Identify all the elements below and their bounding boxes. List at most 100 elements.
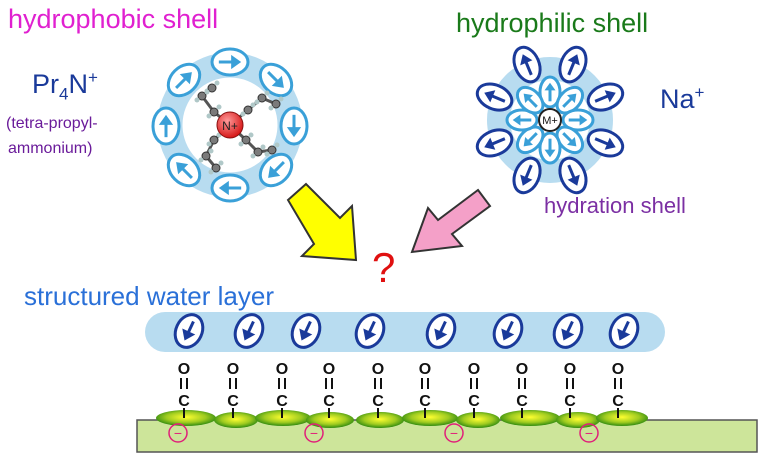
water-molecule [258, 152, 294, 188]
carbon-atom [207, 83, 217, 93]
water-molecule [538, 131, 562, 165]
metal-center-label: M+ [542, 115, 558, 127]
carbon-atom [267, 145, 277, 155]
hydrogen-atom [198, 157, 204, 163]
water-dipole-head [512, 114, 521, 126]
carbon-atom [243, 105, 253, 115]
water-molecule [166, 62, 202, 98]
water-molecule [555, 85, 585, 115]
carbon-atom-label: C [516, 393, 528, 410]
surface-blob [156, 410, 216, 426]
nitrogen-center [216, 111, 244, 139]
water-dipole-head [567, 174, 580, 186]
carbon-atom-label: C [612, 393, 624, 410]
hydrogen-atom [240, 111, 246, 117]
oxygen-atom-label: O [419, 361, 431, 378]
oxygen-atom-label: O [227, 361, 239, 378]
hydrogen-atom [208, 169, 214, 175]
hydrophobic-shell-figure: N+ [151, 47, 309, 203]
metal-center [538, 108, 562, 132]
water-molecule [210, 47, 250, 77]
hydrophobic-shell-title: hydrophobic shell [8, 4, 219, 34]
sodium-formula-base: Na [660, 84, 695, 114]
carbon-atom-label: C [227, 393, 239, 410]
water-dipole-head [176, 162, 189, 175]
tpa-name-line-1: (tetra-propyl- [6, 115, 98, 132]
water-dipole-head [604, 137, 616, 150]
hydrophilic-shell-title: hydrophilic shell [456, 8, 649, 38]
hydrogen-atom [204, 89, 210, 95]
hydrogen-atom [254, 99, 260, 105]
carbon-atom-label: C [276, 393, 288, 410]
hydrogen-atom [250, 153, 256, 159]
water-dipole-head [242, 328, 256, 341]
water-dipole-head [158, 114, 174, 125]
pink-arrow [410, 188, 492, 254]
hydrogen-atom [274, 142, 280, 148]
carbon-atom [211, 163, 221, 173]
water-molecule [555, 125, 585, 155]
carbon-atom-label: C [323, 393, 335, 410]
water-molecule [512, 45, 542, 84]
oxygen-atom-label: O [276, 361, 288, 378]
oxygen-atom-label: O [178, 361, 190, 378]
structured-water-layer-label: structured water layer [24, 281, 274, 311]
water-molecule [558, 156, 588, 195]
hydrogen-atom [238, 141, 244, 147]
water-dipole-head [561, 328, 575, 341]
water-dipole-head [520, 54, 533, 66]
negative-charge-circle [168, 423, 188, 443]
water-molecule [290, 313, 322, 349]
water-dipole-head [182, 328, 196, 341]
hydrogen-atom [206, 113, 212, 119]
surface-blob [596, 410, 648, 426]
hydration-shell-label: hydration shell [544, 193, 686, 218]
water-dipole-head [567, 93, 577, 103]
hydrogen-atom [250, 102, 256, 108]
carbon-atom [209, 135, 219, 145]
hydrogen-atom [216, 104, 222, 110]
oxygen-atom-label: O [323, 361, 335, 378]
tpa-formula-n: N [68, 69, 88, 99]
water-dipole-head [179, 72, 192, 85]
surface-blob [402, 410, 458, 426]
water-dipole-head [218, 180, 229, 196]
water-molecule [425, 313, 457, 349]
hydrogen-atom [278, 96, 284, 102]
tpa-formula: Pr4N+ [32, 68, 98, 104]
structured-water-band [145, 312, 665, 352]
surface-blob [356, 412, 404, 428]
water-molecule [505, 108, 539, 132]
carbon-atom-label: C [372, 393, 384, 410]
negative-charge-circle [304, 423, 324, 443]
water-dipole-head [604, 90, 616, 103]
carbon-atom-label: C [178, 393, 190, 410]
carbon-atom-label: C [564, 393, 576, 410]
water-dipole-head [231, 54, 242, 70]
water-dipole-head [501, 328, 515, 341]
hydrogen-atom [218, 160, 224, 166]
water-molecule [475, 82, 514, 112]
water-dipole-head [271, 75, 284, 88]
water-molecule [475, 128, 514, 158]
water-molecule [515, 125, 545, 155]
water-molecule [258, 62, 294, 98]
water-molecule [233, 313, 265, 349]
carbon-atom [253, 147, 263, 157]
oxygen-atom-label: O [468, 361, 480, 378]
water-dipole-head [523, 137, 533, 147]
carbon-atom [209, 107, 219, 117]
water-dipole-head [544, 82, 556, 91]
hydrogen-atom [206, 141, 212, 147]
hydrogen-atom [264, 90, 270, 96]
negative-charge-circle [444, 423, 464, 443]
tpa-formula-subscript: 4 [59, 84, 69, 104]
surface-blob [306, 412, 354, 428]
water-dipole-head [617, 328, 631, 341]
water-molecule [512, 156, 542, 195]
hydrogen-atom [208, 148, 214, 154]
water-dipole-head [567, 137, 577, 147]
oxygen-atom-label: O [516, 361, 528, 378]
